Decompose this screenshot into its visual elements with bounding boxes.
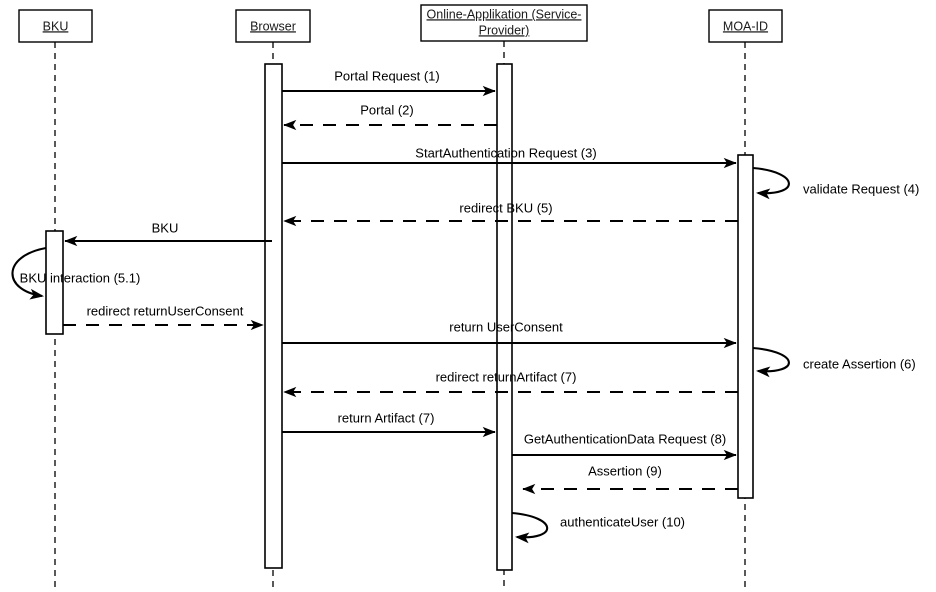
message-arrow-authenticate-user <box>511 511 549 544</box>
message-return-artifact[interactable]: return Artifact (7) <box>282 410 496 438</box>
message-label-redirect-bku: redirect BKU (5) <box>459 200 552 215</box>
message-create-assertion[interactable]: create Assertion (6) <box>752 346 916 378</box>
message-label-startauthentication-request: StartAuthentication Request (3) <box>415 145 596 160</box>
actor-label-bku: BKU <box>43 19 69 33</box>
actor-box-browser[interactable] <box>235 9 311 43</box>
message-label-authenticate-user: authenticateUser (10) <box>560 514 685 529</box>
actor-label-moaid: MOA-ID <box>723 19 768 33</box>
actor-browser[interactable]: Browser <box>235 9 311 43</box>
message-arrow-validate-request <box>752 166 790 200</box>
actor-label-browser: Browser <box>250 19 296 33</box>
message-label-redirect-return-artifact: redirect returnArtifact (7) <box>436 369 577 384</box>
message-label-portal-request: Portal Request (1) <box>334 68 440 83</box>
message-redirect-return-user-consent[interactable]: redirect returnUserConsent <box>63 303 264 331</box>
message-label-redirect-return-user-consent: redirect returnUserConsent <box>87 303 244 318</box>
actor-bku[interactable]: BKU <box>18 9 93 43</box>
message-label-getauthenticationdata-request: GetAuthenticationData Request (8) <box>524 431 726 446</box>
activation-bar-oa <box>496 63 513 571</box>
actor-box-oa[interactable] <box>420 4 588 42</box>
message-getauthenticationdata-request[interactable]: GetAuthenticationData Request (8) <box>512 431 737 461</box>
message-assertion[interactable]: Assertion (9) <box>522 463 738 495</box>
message-authenticate-user[interactable]: authenticateUser (10) <box>511 511 685 544</box>
activation-bar-bku <box>45 230 64 335</box>
message-arrow-bku-interaction <box>11 246 47 300</box>
message-label-bku-interaction: BKU interaction (5.1) <box>20 270 141 285</box>
message-portal[interactable]: Portal (2) <box>283 102 497 131</box>
message-label-validate-request: validate Request (4) <box>803 181 919 196</box>
message-startauthentication-request[interactable]: StartAuthentication Request (3) <box>282 145 737 169</box>
message-label-return-user-consent: return UserConsent <box>449 319 563 334</box>
message-return-user-consent[interactable]: return UserConsent <box>282 319 737 349</box>
message-label-create-assertion: create Assertion (6) <box>803 356 916 371</box>
message-label-assertion: Assertion (9) <box>588 463 662 478</box>
message-redirect-return-artifact[interactable]: redirect returnArtifact (7) <box>283 369 738 398</box>
message-redirect-bku[interactable]: redirect BKU (5) <box>283 200 738 227</box>
activation-bar-browser <box>264 63 283 569</box>
message-label-bku: BKU <box>152 220 179 235</box>
actor-box-bku[interactable] <box>18 9 93 43</box>
actor-label-oa-line1: Online-Applikation (Service- <box>427 7 582 21</box>
activation-bar-moaid <box>737 154 754 499</box>
message-label-return-artifact: return Artifact (7) <box>338 410 435 425</box>
message-validate-request[interactable]: validate Request (4) <box>752 166 919 200</box>
message-arrow-create-assertion <box>752 346 790 378</box>
actor-headers: BKU Browser Online-Applikation (Service-… <box>18 4 783 43</box>
actor-moa-id[interactable]: MOA-ID <box>708 9 783 43</box>
messages: Portal Request (1) Portal (2) StartAuthe… <box>11 68 919 544</box>
actor-box-moaid[interactable] <box>708 9 783 43</box>
message-bku[interactable]: BKU <box>64 220 272 247</box>
activation-bars <box>45 63 754 571</box>
actor-online-applikation[interactable]: Online-Applikation (Service- Provider) <box>420 4 588 42</box>
message-bku-interaction[interactable]: BKU interaction (5.1) <box>11 246 141 300</box>
message-portal-request[interactable]: Portal Request (1) <box>282 68 496 97</box>
message-label-portal: Portal (2) <box>360 102 413 117</box>
actor-label-oa-line2: Provider) <box>479 23 530 37</box>
